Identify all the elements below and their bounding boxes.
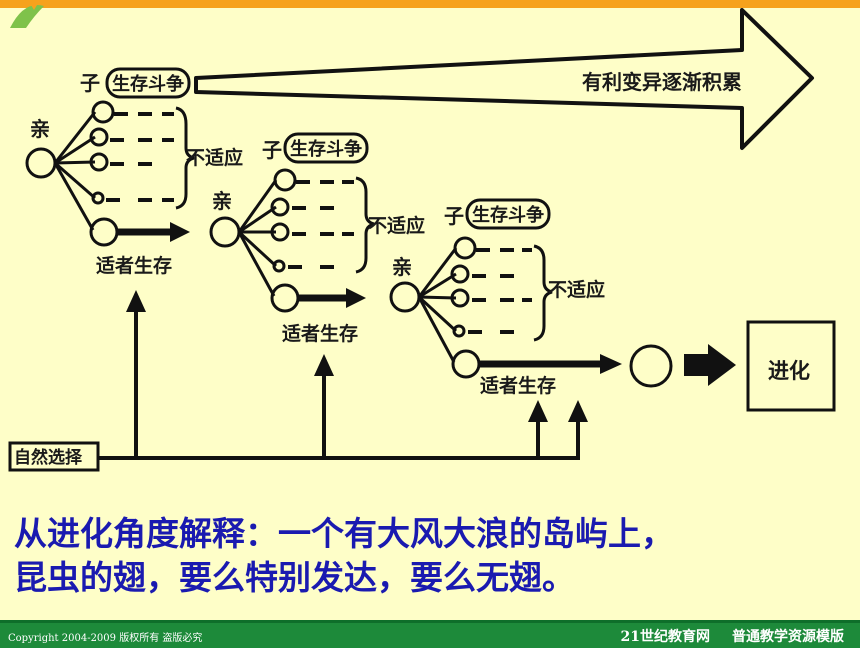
gen2-qin-label: 亲 [212, 189, 232, 213]
gen2-offspring-circle [273, 168, 297, 192]
gen2-unfit-brace [355, 176, 375, 274]
gen3-zi-label: 子 [444, 204, 464, 228]
gen2-struggle-box [283, 132, 369, 164]
selection-arrow [126, 290, 146, 312]
gen1-unfit-label: 不适应 [186, 146, 243, 169]
gen3-struggle-box [465, 198, 551, 230]
gen1-offspring-circle [91, 100, 115, 124]
evolution-diagram: 有利变异逐渐积累 子 生存斗争 亲 不适应 适者生存 子 生存斗争 亲 [8, 8, 836, 472]
gen3-fit-arrow [600, 354, 622, 374]
gen3-fit-circle [451, 349, 481, 379]
gen1-struggle-label: 生存斗争 [112, 73, 184, 95]
evolution-label: 进化 [768, 359, 810, 383]
footer-bar: Copyright 2004-2009 版权所有 盗版必究 21世纪教育网 普通教… [0, 620, 860, 648]
caption-line-1: 从进化角度解释：一个有大风大浪的岛屿上， [14, 514, 674, 553]
gen3-offspring-circle [452, 324, 466, 338]
gen1-survival-label: 适者生存 [96, 254, 172, 277]
caption-line-2: 昆虫的翅，要么特别发达，要么无翅。 [14, 558, 575, 597]
gen1-unfit-brace [175, 106, 195, 210]
gen3-survival-label: 适者生存 [480, 374, 556, 397]
evolved-population-circle [629, 344, 673, 388]
gen3-offspring-circle [450, 264, 470, 284]
question-caption: 从进化角度解释：一个有大风大浪的岛屿上， 昆虫的翅，要么特别发达，要么无翅。 [14, 512, 854, 600]
gen2-survival-label: 适者生存 [282, 322, 358, 345]
gen2-fit-arrow [346, 288, 366, 308]
gen1-offspring-circle [89, 127, 109, 147]
accumulation-arrow [194, 8, 814, 150]
gen2-zi-label: 子 [262, 138, 282, 162]
gen3-unfit-label: 不适应 [548, 278, 605, 301]
gen2-parent-circle [209, 216, 241, 248]
top-accent-bar [0, 0, 860, 8]
gen2-offspring-circle [270, 197, 290, 217]
gen2-struggle-label: 生存斗争 [290, 138, 362, 160]
gen3-qin-label: 亲 [392, 255, 412, 279]
evolution-box [746, 320, 836, 412]
gen1-fit-circle [89, 217, 119, 247]
natural-selection-label: 自然选择 [14, 447, 83, 468]
gen2-offspring-circle [270, 222, 290, 242]
gen1-qin-label: 亲 [30, 117, 50, 141]
corner-decoration [10, 0, 44, 28]
gen1-offspring-circle [89, 152, 109, 172]
gen2-offspring-circle [272, 259, 286, 273]
gen3-parent-circle [389, 281, 421, 313]
gen1-zi-label: 子 [80, 71, 100, 95]
gen1-fit-arrow [170, 222, 190, 242]
selection-arrow [568, 400, 588, 422]
gen2-fit-circle [270, 283, 300, 313]
gen1-offspring-circle [91, 191, 105, 205]
template-tagline: 普通教学资源模版 [732, 629, 844, 645]
gen1-parent-circle [25, 147, 57, 179]
gen3-offspring-circle [450, 288, 470, 308]
footer-brand: 21世纪教育网 普通教学资源模版 [599, 626, 844, 646]
selection-arrow [314, 354, 334, 376]
gen3-unfit-brace [533, 244, 553, 342]
accumulation-label: 有利变异逐渐积累 [582, 70, 742, 94]
selection-arrow [528, 400, 548, 422]
evolution-arrow [708, 344, 736, 386]
copyright-text: Copyright 2004-2009 版权所有 盗版必究 [8, 633, 203, 644]
site-name: 21世纪教育网 [620, 629, 710, 645]
gen3-struggle-label: 生存斗争 [472, 204, 544, 226]
gen1-struggle-box [105, 67, 191, 99]
gen3-offspring-circle [453, 236, 477, 260]
gen2-unfit-label: 不适应 [368, 214, 425, 237]
